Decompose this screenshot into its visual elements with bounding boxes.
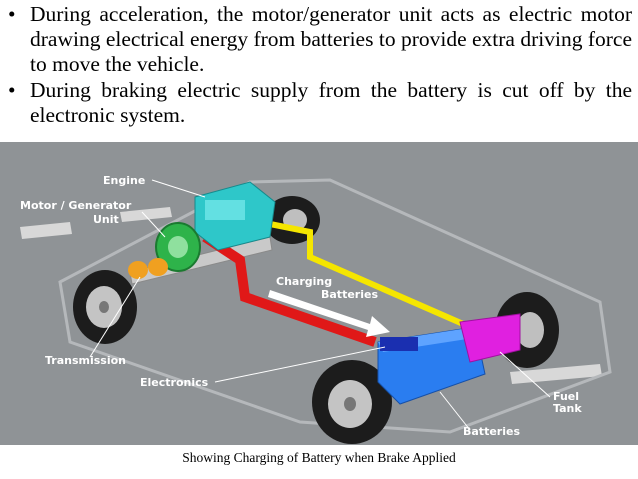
bullet-item: • During braking electric supply from th… bbox=[8, 78, 632, 128]
label-transmission: Transmission bbox=[45, 354, 126, 367]
road-stripe bbox=[20, 222, 72, 239]
label-charging-batteries: Batteries bbox=[321, 288, 378, 301]
label-batteries: Batteries bbox=[463, 425, 520, 438]
label-engine: Engine bbox=[103, 174, 145, 187]
road-stripe bbox=[510, 364, 602, 384]
wheel-front-left bbox=[73, 270, 137, 344]
chassis-outline bbox=[58, 178, 612, 434]
bullet-marker: • bbox=[8, 78, 16, 102]
bullet-item: • During acceleration, the motor/generat… bbox=[8, 2, 632, 77]
motor-generator bbox=[155, 222, 201, 272]
transmission-unit bbox=[128, 258, 168, 279]
label-motor-generator: Motor / Generator bbox=[20, 199, 132, 212]
hybrid-drivetrain-diagram: Engine Motor / Generator Unit Charging B… bbox=[0, 142, 638, 445]
diagram-svg: Engine Motor / Generator Unit Charging B… bbox=[20, 174, 612, 444]
bullet-text: During acceleration, the motor/generator… bbox=[30, 2, 632, 76]
leader-lines bbox=[89, 179, 551, 431]
bullet-marker: • bbox=[8, 2, 16, 26]
wire-yellow bbox=[269, 221, 472, 330]
fuel-tank bbox=[459, 313, 521, 363]
road-stripe bbox=[120, 207, 172, 222]
label-motor-generator-unit: Unit bbox=[93, 213, 119, 226]
label-electronics: Electronics bbox=[140, 376, 209, 389]
bullet-list: • During acceleration, the motor/generat… bbox=[8, 2, 632, 129]
wheel-rear-left bbox=[312, 360, 392, 444]
charging-arrow bbox=[268, 290, 390, 337]
electronics-box bbox=[380, 337, 418, 351]
label-charging: Charging bbox=[276, 275, 332, 288]
figure-caption: Showing Charging of Battery when Brake A… bbox=[182, 450, 456, 465]
label-fuel: Fuel bbox=[553, 390, 579, 403]
label-fuel-tank: Tank bbox=[553, 402, 582, 415]
bullet-text: During braking electric supply from the … bbox=[30, 78, 632, 127]
